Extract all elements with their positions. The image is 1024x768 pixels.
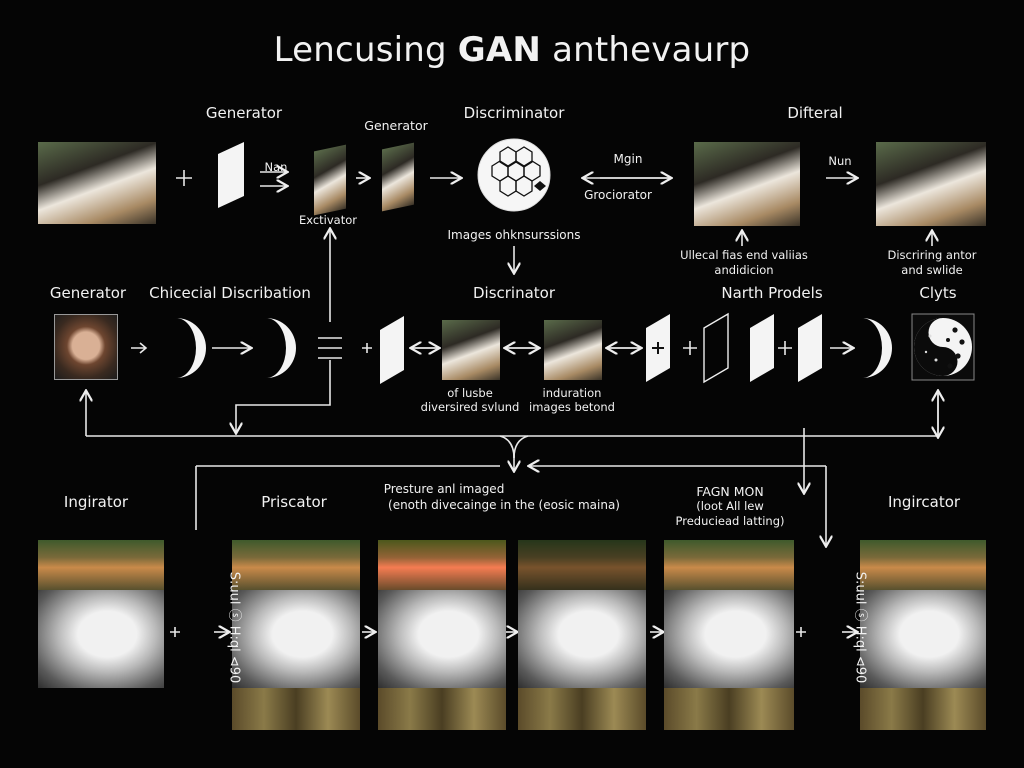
cat-dots-image-a bbox=[442, 320, 500, 380]
clyts-circle-icon bbox=[911, 313, 975, 381]
label-images-note: Images ohknsurssions bbox=[447, 228, 581, 242]
label-ullecal-2: andidicion bbox=[714, 263, 774, 277]
vertical-text-left: S:uul ⓢ H:ql ⊲90 bbox=[226, 571, 242, 684]
cat-dots-image-b bbox=[544, 320, 602, 380]
nature-image-4 bbox=[518, 540, 646, 730]
title-text-gan: GAN bbox=[457, 30, 542, 70]
label-nun: Nun bbox=[828, 154, 852, 168]
label-induration-1: induration bbox=[542, 386, 602, 400]
crescent-shape-1 bbox=[176, 318, 206, 378]
plus-icon-r2c bbox=[778, 341, 792, 355]
label-ingircator: Ingircator bbox=[887, 493, 961, 511]
plus-icon-r2b bbox=[683, 341, 697, 355]
label-mgin: Mgin bbox=[613, 152, 643, 166]
card-shape-r2e bbox=[798, 314, 822, 382]
equals-block bbox=[318, 337, 342, 359]
label-chicecial: Chicecial Discribation bbox=[149, 284, 311, 302]
title-text-pre: Lencusing bbox=[273, 30, 458, 70]
nature-image-3 bbox=[378, 540, 506, 730]
diagram-title: Lencusing GAN anthevaurp bbox=[0, 30, 1024, 70]
label-nan: Nan bbox=[264, 160, 288, 174]
label-clyts: Clyts bbox=[919, 284, 957, 302]
crescent-shape-2 bbox=[266, 318, 296, 378]
plus-icon-r2a bbox=[362, 343, 372, 353]
nature-image-6 bbox=[860, 540, 986, 730]
label-discriminator-r1: Discriminator bbox=[463, 104, 565, 122]
nature-image-2 bbox=[232, 540, 360, 730]
label-priscator: Priscator bbox=[261, 493, 327, 511]
vertical-text-right: S:uul ⓢ H:ql ⊲90 bbox=[852, 571, 868, 684]
nature-image-1 bbox=[38, 540, 164, 688]
label-ullecal-1: Ullecal fias end valiias bbox=[680, 248, 808, 262]
crescent-shape-3 bbox=[862, 318, 892, 378]
label-discrinator-r2: Discrinator bbox=[472, 284, 556, 302]
discriminator-sphere bbox=[477, 138, 551, 212]
label-of-lusbe-1: of lusbe bbox=[447, 386, 493, 400]
nature-image-5 bbox=[664, 540, 794, 730]
face-image-input bbox=[54, 314, 118, 380]
label-discring-2: and swlide bbox=[901, 263, 963, 277]
cat-image-skewed-a bbox=[314, 144, 346, 216]
label-generator-r2: Generator bbox=[49, 284, 127, 302]
title-text-post: anthevaurp bbox=[541, 30, 751, 70]
label-generator-small: Generator bbox=[364, 118, 428, 133]
arrow-r2-a bbox=[131, 342, 148, 354]
label-difteral: Difteral bbox=[787, 104, 843, 122]
cat-image-output bbox=[876, 142, 986, 226]
label-fagn-3: Preduciead latting) bbox=[675, 514, 785, 528]
card-shape-r2d bbox=[750, 314, 774, 382]
card-outline-r2c bbox=[703, 312, 729, 384]
cat-image-input bbox=[38, 142, 156, 224]
label-exctivator: Exctivator bbox=[298, 213, 358, 227]
label-induration-2: images betond bbox=[529, 400, 615, 414]
label-fagn-2: (loot All lew bbox=[696, 499, 764, 513]
label-discring-1: Discriring antor bbox=[887, 248, 977, 262]
label-generator-r1: Generator bbox=[205, 104, 283, 122]
label-presture-1: Presture anl imaged bbox=[383, 482, 505, 496]
plus-icon-r1a bbox=[176, 170, 192, 186]
label-ingirator: Ingirator bbox=[63, 493, 129, 511]
label-grociorator: Grociorator bbox=[584, 188, 652, 202]
card-shape-r2a bbox=[380, 316, 404, 384]
cat-image-skewed-b bbox=[382, 142, 414, 212]
card-shape-r1 bbox=[218, 142, 244, 208]
label-narth-prodels: Narth Prodels bbox=[721, 284, 823, 302]
label-fagn-1: FAGN MON bbox=[696, 484, 764, 499]
label-presture-2: (enoth divecainge in the (eosic maina) bbox=[388, 498, 620, 512]
cat-image-middle bbox=[694, 142, 800, 226]
label-of-lusbe-2: diversired svlund bbox=[420, 400, 520, 414]
